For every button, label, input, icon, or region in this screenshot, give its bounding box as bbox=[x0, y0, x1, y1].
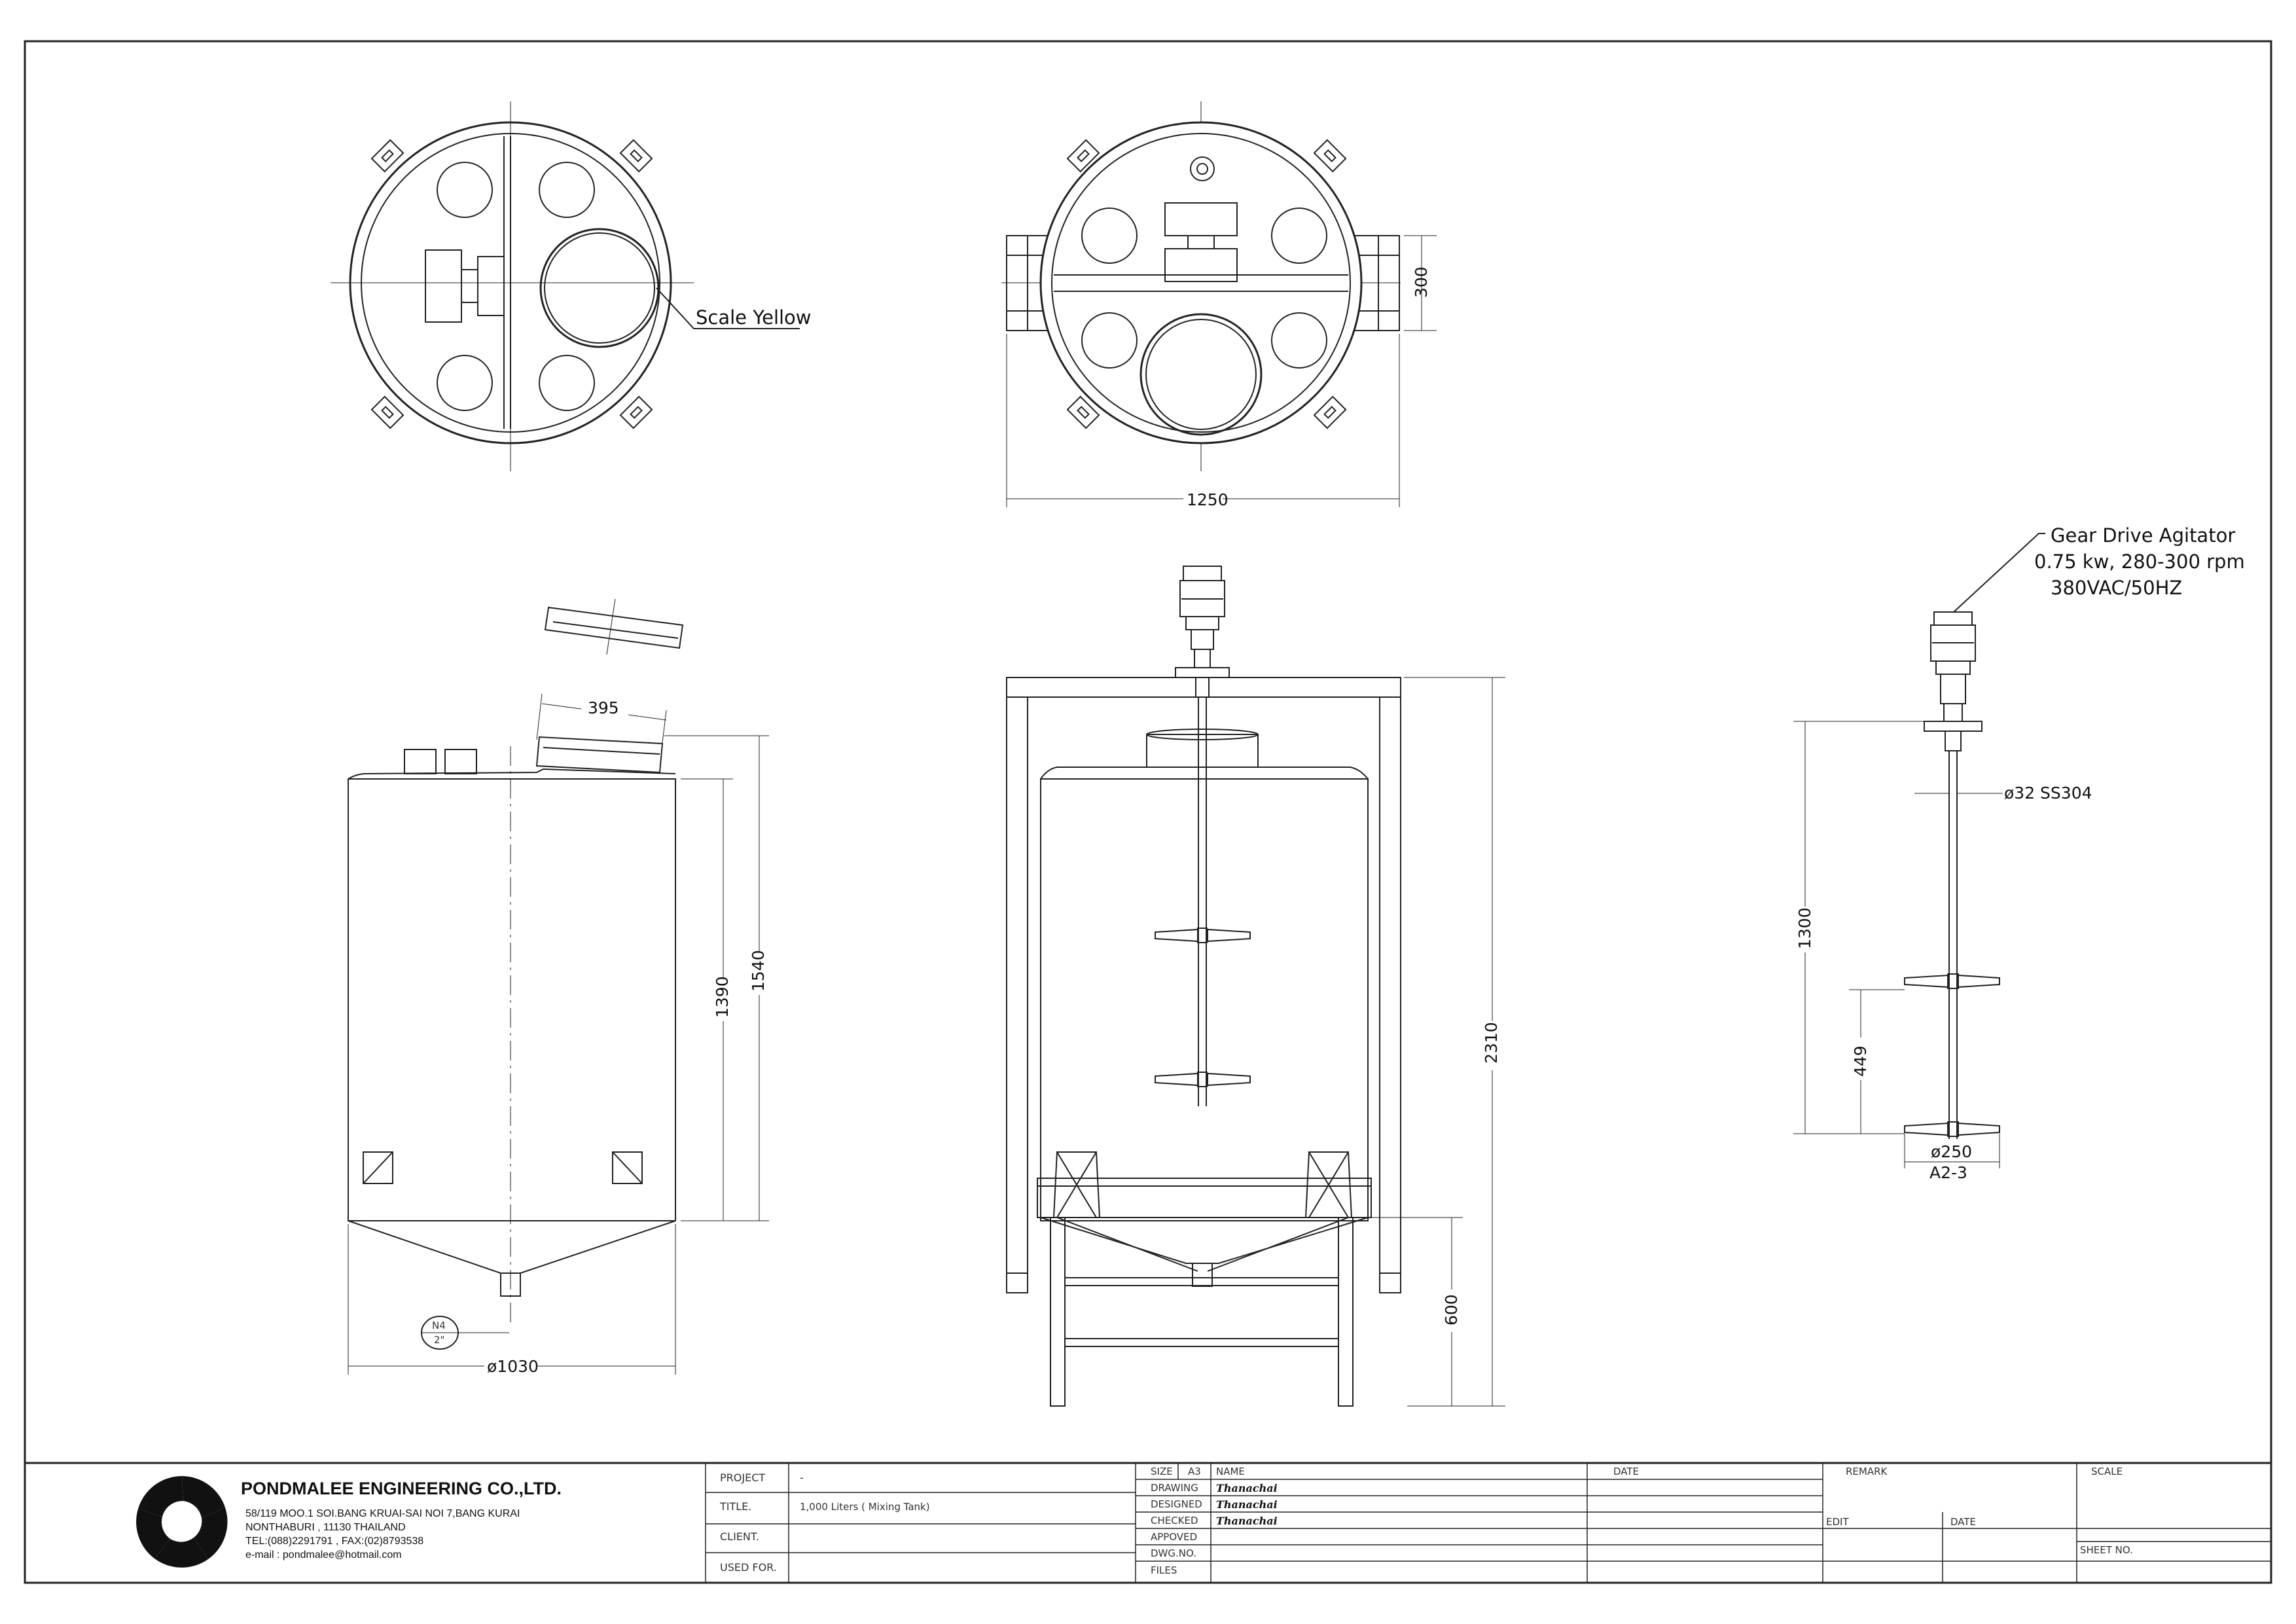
used-for-label: USED FOR. bbox=[720, 1561, 777, 1574]
dim-1390: 1390 bbox=[713, 976, 732, 1018]
company-logo bbox=[136, 1476, 228, 1568]
company-phone: TEL:(088)2291791 , FAX:(02)8793538 bbox=[245, 1536, 423, 1547]
tank-side-view bbox=[348, 598, 769, 1375]
sheet-border bbox=[24, 40, 2272, 1584]
impeller-diameter: ø250 bbox=[1931, 1142, 1972, 1161]
lifting-lug-icon bbox=[1066, 139, 1100, 173]
approved-label: APPOVED bbox=[1151, 1531, 1197, 1543]
lifting-lug-icon bbox=[370, 395, 404, 429]
drawing-label: DRAWING bbox=[1151, 1482, 1198, 1494]
lifting-lug-icon bbox=[370, 139, 404, 173]
dim-300: 300 bbox=[1412, 266, 1431, 298]
edit-label: EDIT bbox=[1826, 1516, 1849, 1528]
lifting-lug-icon bbox=[619, 395, 653, 429]
lifting-lug-icon bbox=[1313, 395, 1347, 429]
dim-1300: 1300 bbox=[1795, 907, 1814, 949]
nozzle-tag: N4 bbox=[432, 1320, 446, 1331]
dim-tank-diameter: ø1030 bbox=[487, 1357, 539, 1376]
date-label: DATE bbox=[1613, 1466, 1639, 1477]
size-label: SIZE bbox=[1151, 1466, 1173, 1477]
client-label: CLIENT. bbox=[720, 1530, 759, 1543]
company-address-line-2: NONTHABURI , 11130 THAILAND bbox=[245, 1522, 406, 1533]
lifting-lug-icon bbox=[619, 139, 653, 173]
checked-label: CHECKED bbox=[1151, 1515, 1198, 1526]
lifting-lug-icon bbox=[1066, 395, 1100, 429]
agitator-note-line-2: 0.75 kw, 280-300 rpm bbox=[2034, 550, 2245, 573]
agitator-note-line-1: Gear Drive Agitator bbox=[2051, 524, 2235, 547]
name-label: NAME bbox=[1216, 1466, 1245, 1477]
designed-label: DESIGNED bbox=[1151, 1498, 1202, 1510]
agitator-note-line-3: 380VAC/50HZ bbox=[2051, 577, 2182, 599]
shaft-spec: ø32 SS304 bbox=[2004, 784, 2092, 803]
title-label: TITLE. bbox=[719, 1500, 751, 1513]
sheet-no-label: SHEET NO. bbox=[2080, 1544, 2133, 1556]
dim-449: 449 bbox=[1851, 1045, 1870, 1077]
impeller-code: A2-3 bbox=[1929, 1163, 1967, 1182]
size-value: A3 bbox=[1188, 1466, 1201, 1477]
project-value: - bbox=[800, 1471, 804, 1484]
nozzle-size: 2" bbox=[434, 1334, 444, 1346]
checked-name: Thanachai bbox=[1216, 1515, 1278, 1527]
mixing-tank-assembly bbox=[1006, 566, 1505, 1407]
mixer-top-view bbox=[1001, 101, 1437, 507]
date2-label: DATE bbox=[1950, 1516, 1976, 1528]
scale-yellow-note: Scale Yellow bbox=[696, 306, 812, 329]
dim-600: 600 bbox=[1442, 1294, 1461, 1326]
company-name: PONDMALEE ENGINEERING CO.,LTD. bbox=[241, 1479, 562, 1498]
dim-395: 395 bbox=[588, 698, 619, 717]
dim-1250: 1250 bbox=[1187, 490, 1229, 509]
tank-top-view bbox=[331, 101, 800, 471]
dim-1540: 1540 bbox=[749, 950, 768, 992]
dwg-no-label: DWG.NO. bbox=[1151, 1547, 1196, 1559]
scale-label: SCALE bbox=[2091, 1466, 2123, 1477]
title-value: 1,000 Liters ( Mixing Tank) bbox=[800, 1501, 930, 1513]
company-email: e-mail : pondmalee@hotmail.com bbox=[245, 1549, 402, 1561]
project-label: PROJECT bbox=[720, 1471, 765, 1484]
drawing-name: Thanachai bbox=[1216, 1482, 1278, 1494]
company-address-line-1: 58/119 MOO.1 SOI.BANG KRUAI-SAI NOI 7,BA… bbox=[245, 1508, 520, 1519]
remark-label: REMARK bbox=[1846, 1466, 1888, 1477]
designed-name: Thanachai bbox=[1216, 1498, 1278, 1511]
agitator-detail bbox=[1793, 533, 2045, 1168]
lifting-lug-icon bbox=[1313, 139, 1347, 173]
files-label: FILES bbox=[1151, 1564, 1177, 1576]
title-block bbox=[25, 1462, 2271, 1583]
dim-2310: 2310 bbox=[1482, 1022, 1501, 1064]
